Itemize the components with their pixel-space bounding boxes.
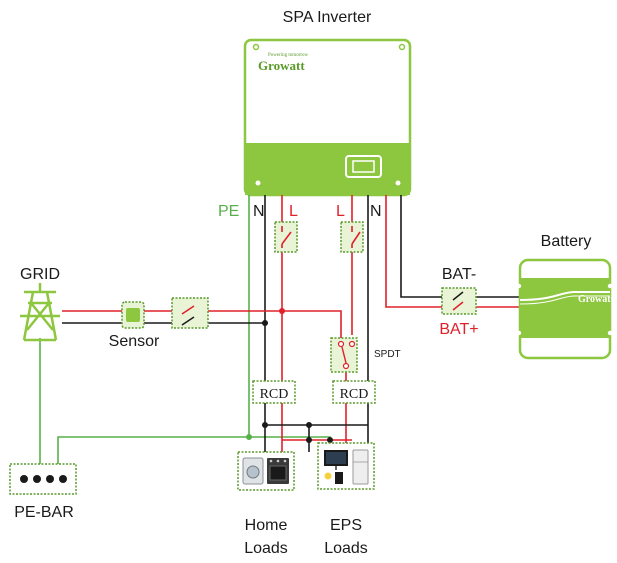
pe-bar-label: PE-BAR <box>14 504 74 521</box>
rcd-left: RCD <box>252 380 296 404</box>
pe-bar-icon <box>9 463 77 495</box>
bat-plus-label: BAT+ <box>439 321 478 338</box>
spdt-switch <box>330 337 358 373</box>
grid-tower-icon <box>20 283 60 342</box>
l-left-terminal-label: L <box>289 203 298 220</box>
inverter-logo: Growatt <box>258 58 305 73</box>
inverter-tagline: Powering tomorrow <box>268 53 309 58</box>
home-loads-icon <box>237 451 295 491</box>
n-left-terminal-label: N <box>253 203 265 220</box>
eps-loads-label-line2: Loads <box>324 540 368 557</box>
junction-dots <box>246 308 333 443</box>
sensor-icon <box>121 301 145 329</box>
inverter-title: SPA Inverter <box>283 9 372 26</box>
n-right-terminal-label: N <box>370 203 382 220</box>
grid-breaker <box>171 297 209 329</box>
bat-minus-label: BAT- <box>442 266 476 283</box>
svg-text:RCD: RCD <box>260 387 289 402</box>
svg-text:RCD: RCD <box>340 387 369 402</box>
spdt-label: SPDT <box>374 349 401 360</box>
battery-logo: Growatt <box>578 294 615 305</box>
battery-label: Battery <box>541 233 592 250</box>
l-right-terminal-label: L <box>336 203 345 220</box>
spa-inverter: Powering tomorrow Growatt <box>243 38 412 197</box>
battery-icon: Growatt <box>516 258 615 360</box>
rcd-right: RCD <box>332 380 376 404</box>
sensor-label: Sensor <box>109 333 160 350</box>
home-loads-label-line1: Home <box>245 517 288 534</box>
pe-terminal-label: PE <box>218 203 239 220</box>
breaker-right <box>340 221 364 253</box>
home-loads-label-line2: Loads <box>244 540 288 557</box>
grid-label: GRID <box>20 266 60 283</box>
eps-loads-icon <box>317 442 375 490</box>
eps-loads-label-line1: EPS <box>330 517 362 534</box>
breaker-left <box>274 221 298 253</box>
battery-breaker <box>441 287 477 315</box>
